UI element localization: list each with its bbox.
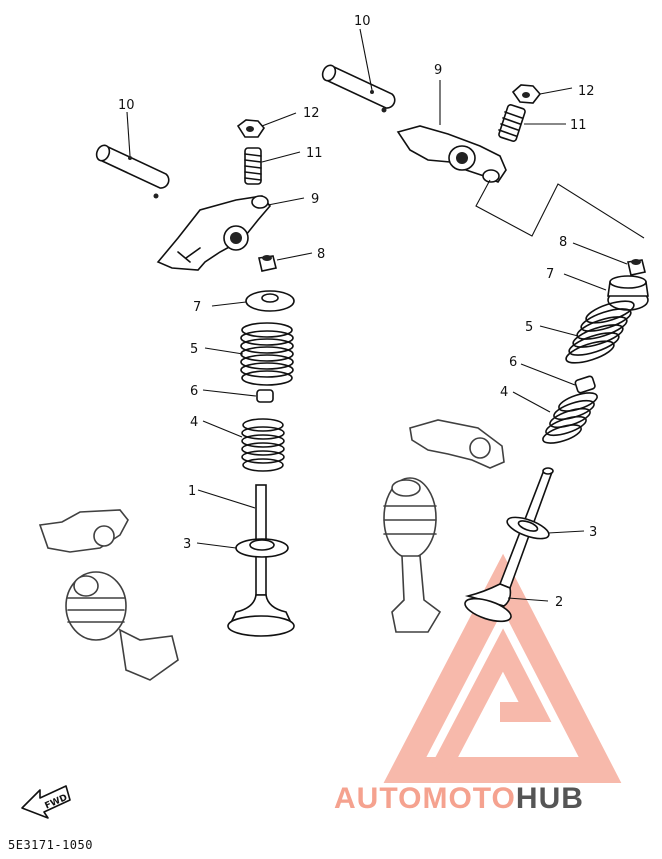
callout-8-right: 8: [559, 235, 567, 250]
spring-seat-left: [256, 389, 274, 403]
callout-5-left: 5: [190, 342, 198, 357]
rocker-arm-left: [156, 195, 272, 271]
callout-6-left: 6: [190, 384, 198, 399]
callout-9-left: 9: [311, 192, 319, 207]
locknut-right: [511, 84, 542, 104]
valve-seal-left: [235, 538, 289, 558]
spring-seat-right: [574, 375, 596, 394]
callout-7-right: 7: [546, 267, 554, 282]
callout-11-right: 11: [570, 118, 587, 133]
rocker-shaft-right: [321, 64, 396, 113]
callout-4-left: 4: [190, 415, 198, 430]
callout-5-right: 5: [525, 320, 533, 335]
callout-3-right: 3: [589, 525, 597, 540]
inner-valve-spring-right: [542, 392, 598, 444]
rocker-shaft-left: [95, 144, 170, 199]
callout-2: 2: [555, 595, 563, 610]
reference-valve-center: [383, 477, 442, 633]
outer-valve-spring-left: [240, 322, 294, 386]
reference-rocker-center: [409, 419, 505, 469]
spring-retainer-right: [607, 275, 649, 311]
valve-seal-right: [506, 516, 550, 540]
forward-arrow-icon: FWD: [21, 785, 71, 819]
callout-1: 1: [188, 484, 196, 499]
watermark-text: AUTOMOTOHUB: [334, 782, 584, 816]
valve-cap-right: [627, 259, 646, 276]
rocker-arm-right: [396, 125, 507, 183]
callout-4-right: 4: [500, 385, 508, 400]
reference-rocker-far-left: [38, 509, 129, 553]
watermark-logo: [383, 553, 622, 783]
watermark-part-moto: MOTO: [422, 782, 516, 815]
adjusting-screw-left: [244, 147, 262, 185]
callout-12-right: 12: [578, 84, 595, 99]
callout-9-right: 9: [434, 63, 442, 78]
callout-11-left: 11: [306, 146, 323, 161]
reference-valve-far-left: [65, 571, 179, 681]
adjusting-screw-right: [498, 104, 526, 142]
valve-left: [227, 484, 295, 637]
locknut-left: [236, 119, 266, 138]
callout-7-left: 7: [193, 300, 201, 315]
callout-10-left: 10: [118, 98, 135, 113]
valve-right: [464, 467, 554, 623]
callout-10-right: 10: [354, 14, 371, 29]
drawing-code: 5E3171-1050: [8, 838, 93, 852]
watermark-part-auto: AUTO: [334, 782, 423, 815]
watermark-part-hub: HUB: [515, 782, 584, 815]
callouts: 10 10 12 12 11 11 9 9 8 8 7 7 5 5 6 6 4 …: [118, 14, 597, 610]
spring-retainer-left: [245, 290, 295, 312]
callout-3-left: 3: [183, 537, 191, 552]
callout-6-right: 6: [509, 355, 517, 370]
valve-cap-left: [258, 255, 277, 272]
callout-8-left: 8: [317, 247, 325, 262]
inner-valve-spring-left: [241, 418, 285, 472]
callout-12-left: 12: [303, 106, 320, 121]
